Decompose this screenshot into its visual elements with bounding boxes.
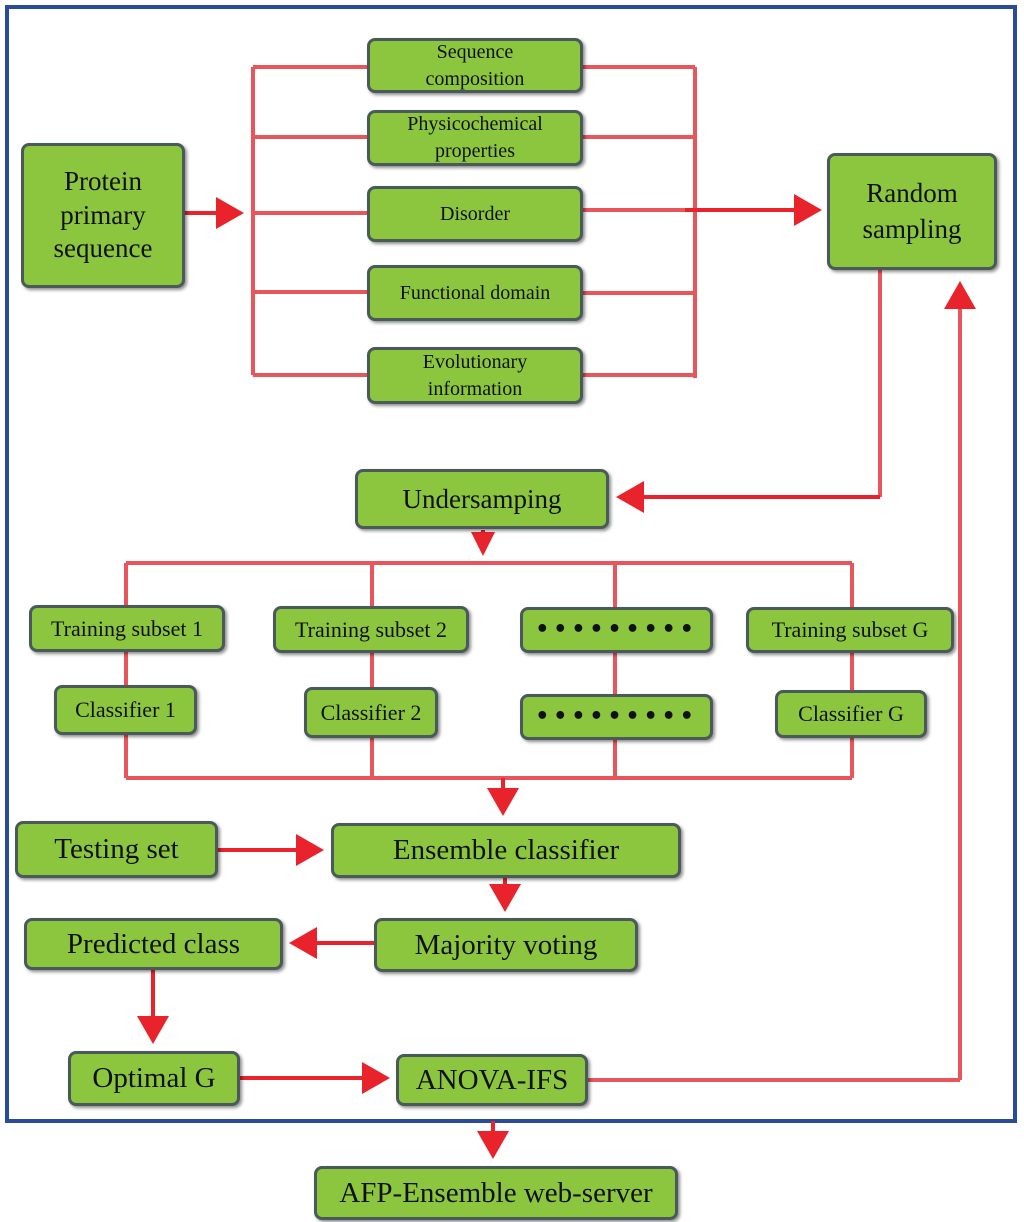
majority-voting-node: Majority voting (374, 918, 638, 972)
random-sampling-node: Random sampling (827, 153, 997, 270)
sequence-composition-node: Sequence composition (367, 38, 583, 93)
evolutionary-information-node: Evolutionary information (367, 347, 583, 404)
disorder-node: Disorder (367, 186, 583, 242)
feature-connectors (251, 65, 962, 1082)
physicochemical-properties-node: Physicochemical properties (367, 110, 583, 166)
optimal-g-node: Optimal G (68, 1051, 240, 1106)
arrows (137, 194, 976, 1159)
training-subset-1-node: Training subset 1 (29, 605, 225, 652)
training-subset-g-node: Training subset G (746, 607, 954, 653)
ensemble-classifier-node: Ensemble classifier (331, 823, 681, 878)
predicted-class-node: Predicted class (24, 918, 283, 970)
classifier-dots-node: ••••••••• (520, 694, 713, 740)
protein-primary-sequence-node: Protein primary sequence (21, 143, 185, 288)
outer-frame (5, 5, 1017, 1123)
classifier-2-node: Classifier 2 (304, 687, 438, 738)
undersampling-node: Undersamping (355, 469, 609, 529)
testing-set-node: Testing set (15, 821, 218, 878)
classifier-g-node: Classifier G (775, 690, 927, 738)
training-subset-2-node: Training subset 2 (273, 606, 469, 653)
training-subset-dots-node: ••••••••• (520, 607, 713, 653)
afp-ensemble-web-server-node: AFP-Ensemble web-server (314, 1166, 678, 1220)
functional-domain-node: Functional domain (367, 265, 583, 321)
ensemble-connectors (124, 561, 854, 780)
classifier-1-node: Classifier 1 (54, 685, 197, 735)
anova-ifs-node: ANOVA-IFS (396, 1054, 588, 1106)
